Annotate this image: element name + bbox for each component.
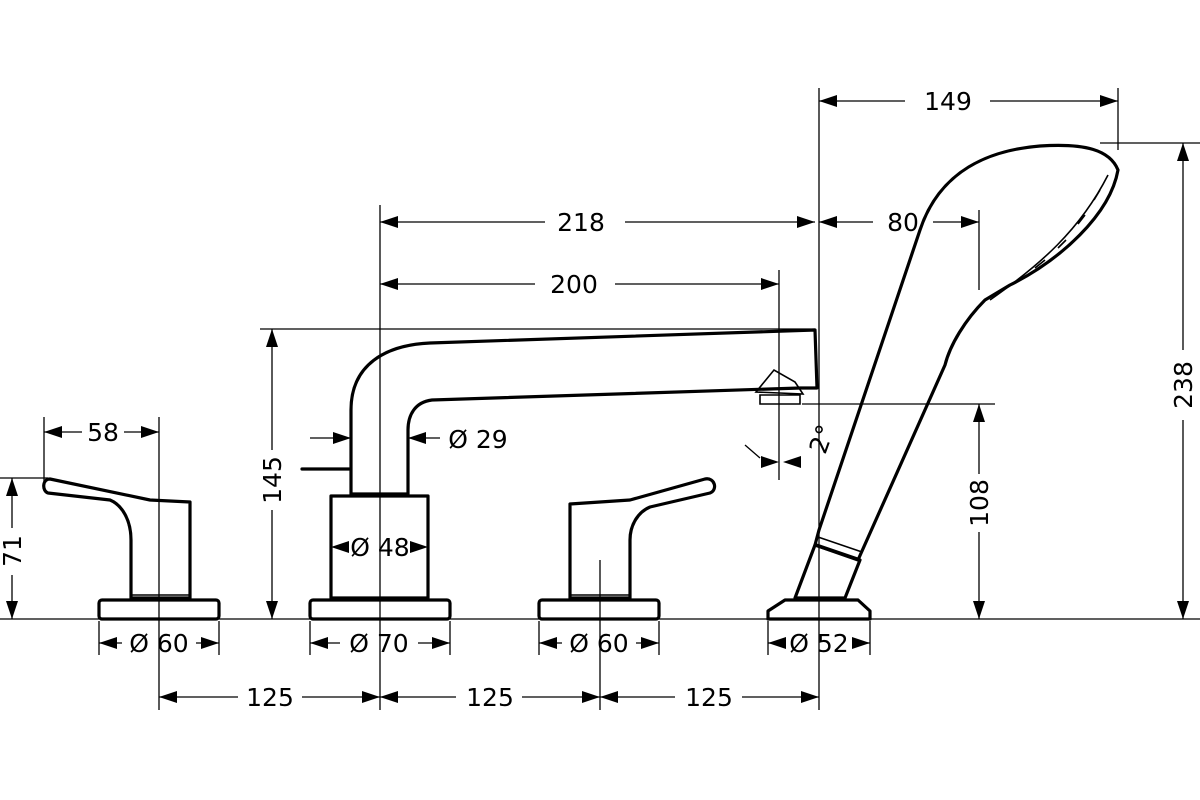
dimension-lines: [6, 95, 1189, 703]
shower-handle: [813, 143, 1120, 562]
dim-spout-base-diameter: Ø 70: [349, 629, 408, 658]
extension-lines: [0, 88, 1200, 710]
dim-shower-width: 149: [924, 87, 972, 116]
left-handle-part: [42, 477, 221, 621]
spout-aerator: [754, 368, 805, 405]
spout-part: [300, 328, 819, 621]
dim-handle-height-left: 71: [0, 535, 27, 567]
spout-arm: [349, 328, 819, 496]
dim-spacing-2: 125: [466, 683, 514, 712]
hand-shower-part: [766, 143, 1120, 621]
right-handle-base-plate: [537, 598, 661, 621]
right-handle-part: [537, 477, 717, 621]
dim-spacing-3: 125: [685, 683, 733, 712]
dim-spout-body-diameter: Ø 48: [350, 533, 409, 562]
dim-spout-reach-inner: 200: [550, 270, 598, 299]
dimension-labels: 58 71 Ø 60 Ø 70 Ø 60 Ø 52 Ø 48 Ø 29 125 …: [0, 87, 1198, 712]
dim-spacing-1: 125: [246, 683, 294, 712]
dim-shower-base-diameter: Ø 52: [789, 629, 848, 658]
dim-shower-holder-height: 108: [965, 479, 994, 527]
dim-spout-diameter: Ø 29: [448, 425, 507, 454]
dim-tilt-angle: 2°: [804, 421, 841, 458]
dim-shower-height: 238: [1169, 361, 1198, 409]
dim-handle-base-left-diameter: Ø 60: [129, 629, 188, 658]
dim-spout-reach-outer: 218: [557, 208, 605, 237]
left-handle-body: [42, 477, 192, 600]
shower-ring: [815, 536, 863, 560]
dim-handle-reach-left: 58: [87, 418, 119, 447]
dim-shower-offset: 80: [887, 208, 919, 237]
right-handle-body: [568, 477, 717, 600]
shower-spray-face: [989, 174, 1109, 301]
dim-handle-base-right-diameter: Ø 60: [569, 629, 628, 658]
dim-spout-height: 145: [258, 456, 287, 504]
shower-holder: [793, 543, 862, 600]
